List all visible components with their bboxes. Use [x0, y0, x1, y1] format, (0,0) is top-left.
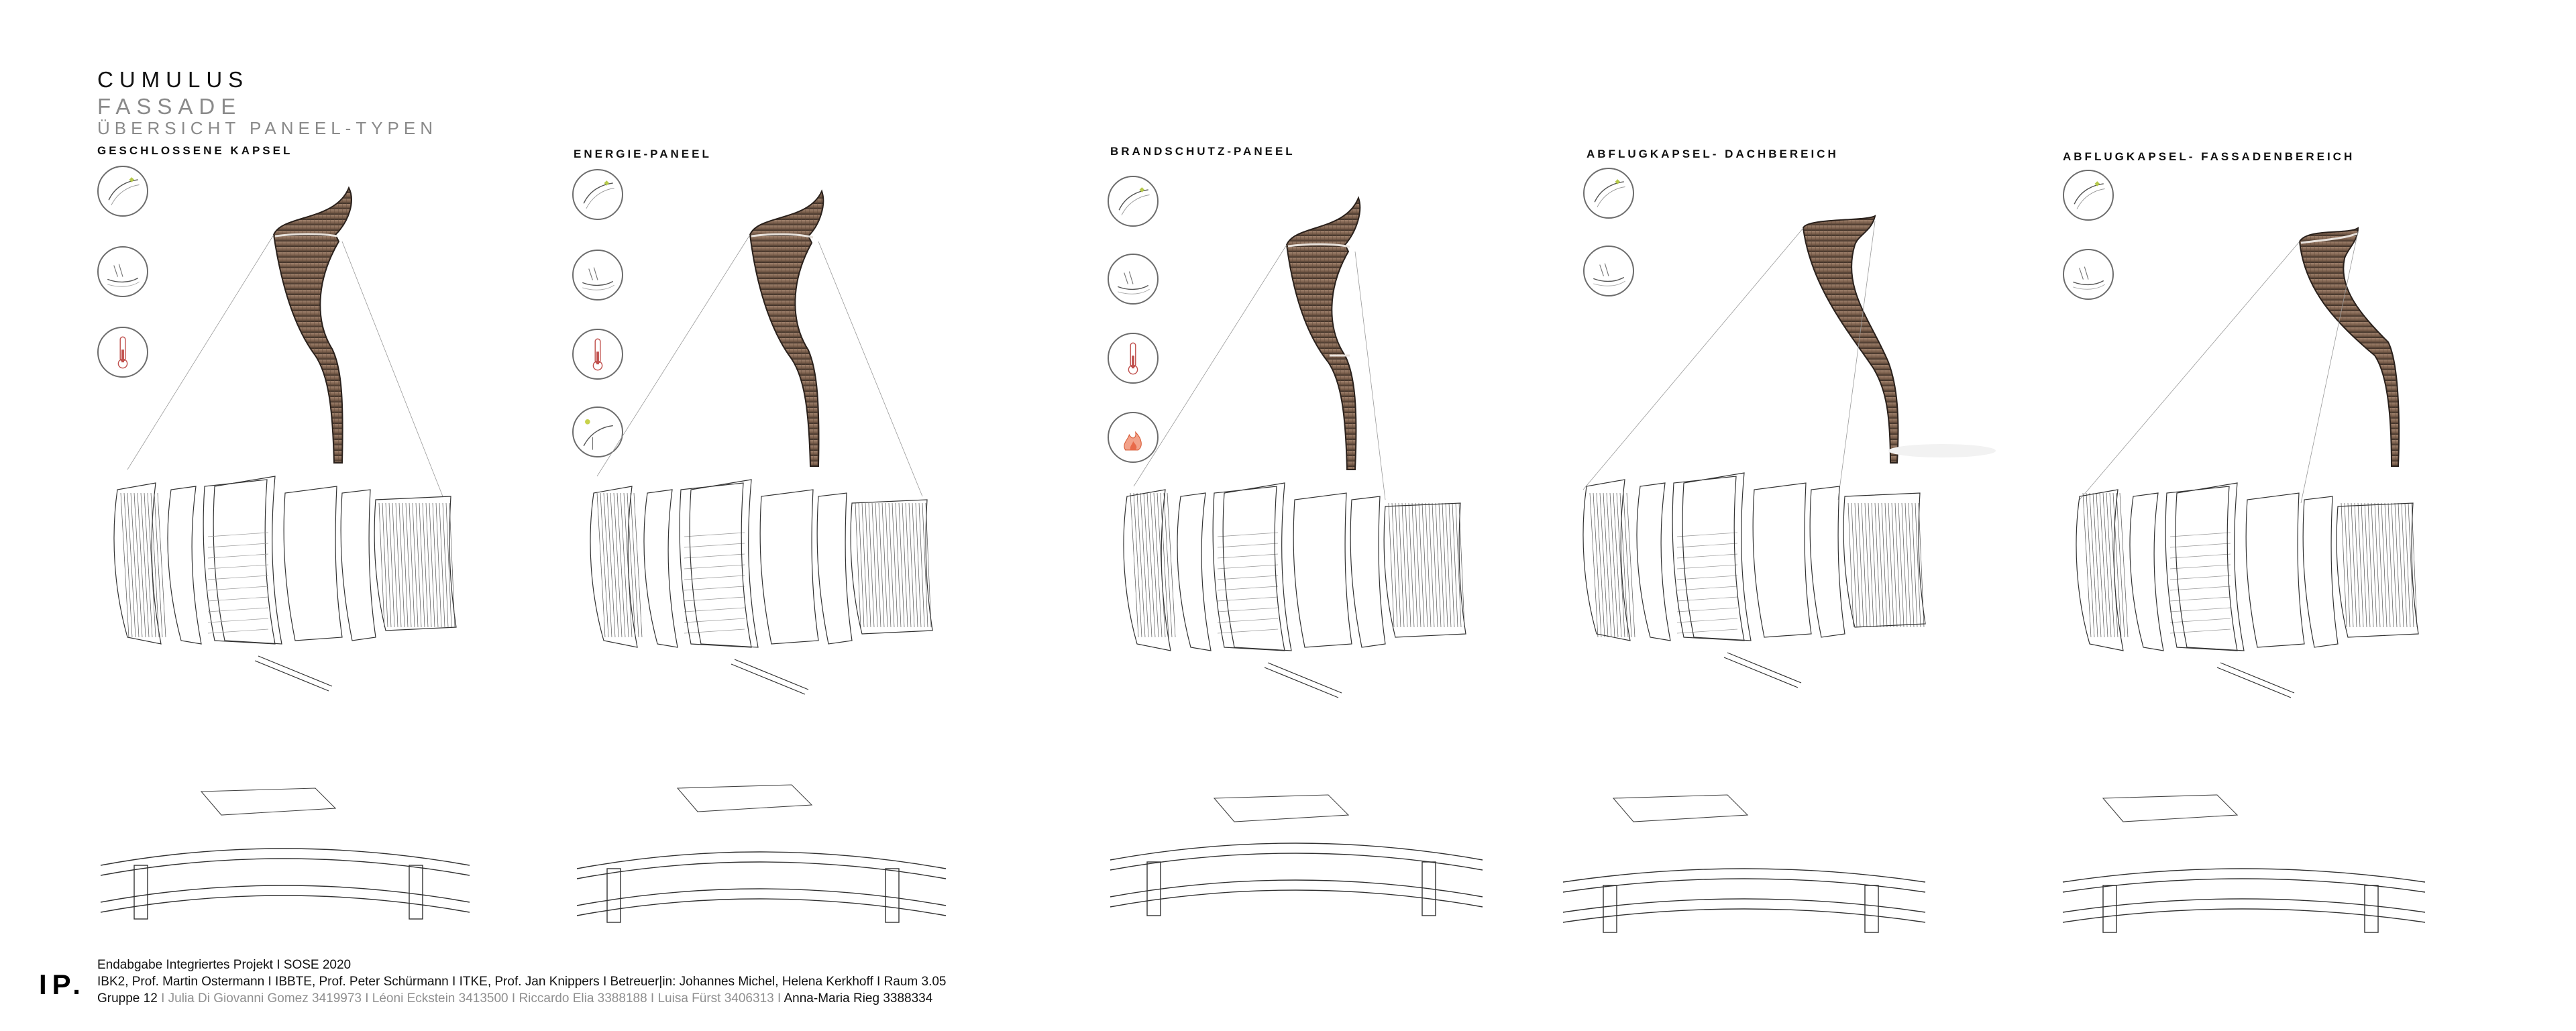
wind-icon — [1108, 254, 1159, 305]
capsule-panel-3 — [1285, 196, 1361, 470]
capsule-panel-1 — [272, 186, 352, 464]
leaf-icon — [572, 169, 623, 220]
thermometer-icon — [1108, 333, 1159, 384]
wind-icon — [572, 250, 623, 301]
exploded-layers-1 — [113, 476, 457, 692]
page-title: CUMULUS — [97, 67, 250, 92]
footer-members: I Julia Di Giovanni Gomez 3419973 I Léon… — [161, 991, 782, 1006]
wind-icon — [1583, 246, 1634, 296]
page-subtitle-secondary: ÜBERSICHT PANEEL-TYPEN — [97, 118, 438, 138]
leaf-icon — [97, 166, 148, 217]
capsule-panel-5 — [2298, 227, 2400, 467]
column-heading-4: ABFLUGKAPSEL- DACHBEREICH — [1587, 148, 1839, 160]
footer-line-1: Endabgabe Integriertes Projekt I SOSE 20… — [97, 958, 352, 972]
capsule-panel-2 — [749, 189, 824, 467]
layer-hatching — [120, 492, 2418, 638]
wind-icon — [97, 246, 148, 297]
column-heading-3: BRANDSCHUTZ-PANEEL — [1110, 145, 1295, 158]
exploded-layers-4 — [1582, 472, 1926, 688]
exploded-layers-5 — [2076, 482, 2419, 698]
leaf-icon — [1583, 168, 1634, 219]
leaf-icon — [1108, 176, 1159, 227]
thermometer-icon — [572, 329, 623, 380]
ip-logo: IP. — [39, 969, 86, 1000]
thermometer-icon — [97, 327, 148, 378]
fire-icon — [1108, 412, 1159, 463]
column-heading-1: GESCHLOSSENE KAPSEL — [97, 144, 293, 157]
projection-lines — [127, 221, 2359, 504]
sun-icon — [572, 406, 623, 457]
capsule-panel-4 — [1802, 215, 1996, 464]
plan-details — [200, 784, 2239, 822]
footer-line-2: IBK2, Prof. Martin Ostermann I IBBTE, Pr… — [97, 975, 947, 989]
column-heading-2: ENERGIE-PANEEL — [574, 148, 712, 160]
leaf-icon — [2063, 170, 2114, 221]
footer-group: Gruppe 12 — [97, 991, 158, 1006]
page-subtitle: FASSADE — [97, 94, 242, 119]
footer-line-3: Gruppe 12 I Julia Di Giovanni Gomez 3419… — [97, 991, 932, 1006]
section-drawings — [100, 843, 2426, 933]
footer-member-last: Anna-Maria Rieg 3388334 — [784, 991, 933, 1006]
column-heading-5: ABFLUGKAPSEL- FASSADENBEREICH — [2063, 150, 2355, 163]
exploded-layers-3 — [1123, 482, 1466, 698]
wind-icon — [2063, 249, 2114, 300]
exploded-layers-2 — [590, 479, 933, 695]
